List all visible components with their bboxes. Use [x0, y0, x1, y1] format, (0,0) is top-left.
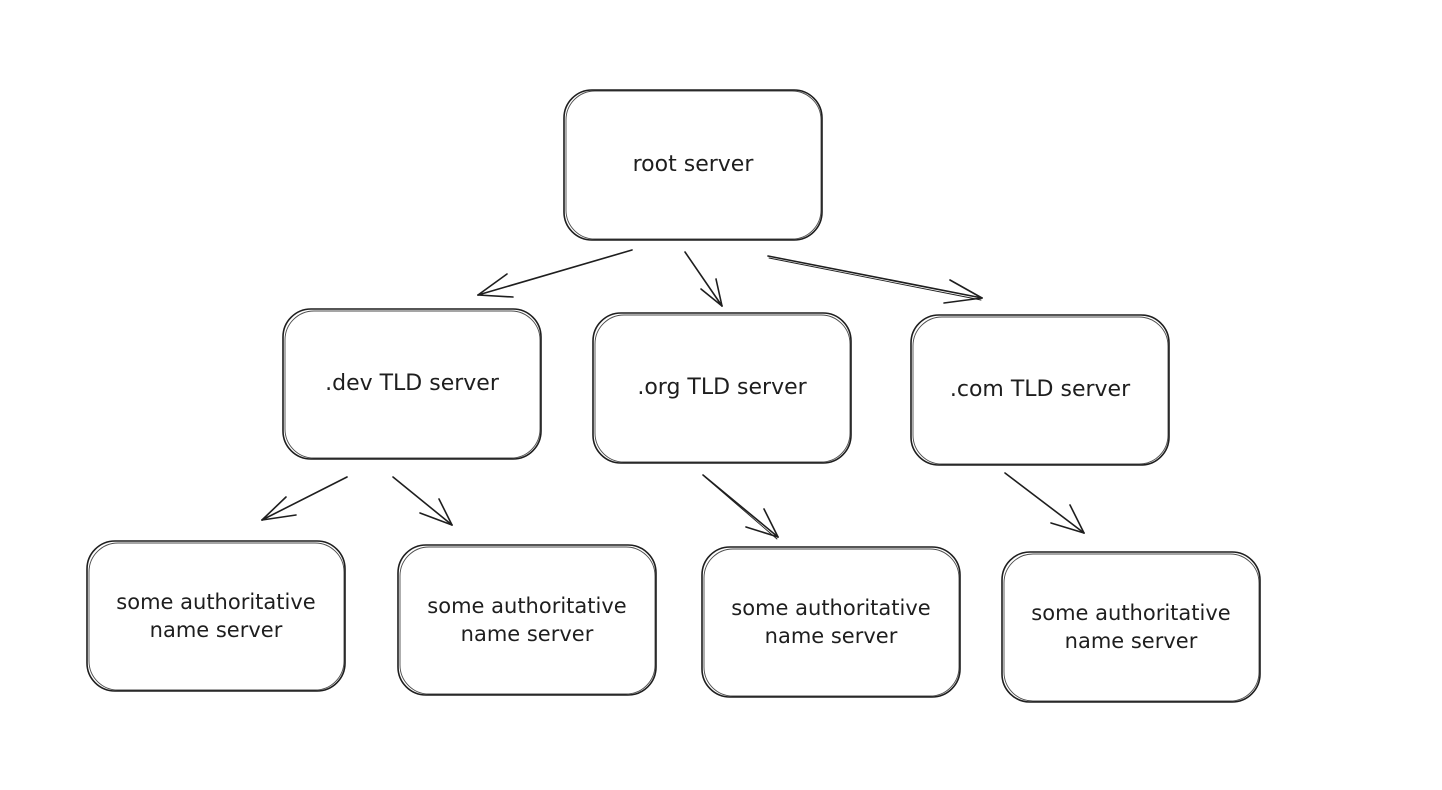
box-tld-com[interactable]: [910, 314, 1170, 466]
box-auth-3[interactable]: [701, 546, 961, 698]
arrow-org-to-auth3: [702, 474, 779, 540]
tld-org-label: .org TLD server: [637, 375, 807, 401]
box-auth-1[interactable]: [86, 540, 346, 692]
tld-com-label: .com TLD server: [949, 377, 1131, 403]
box-tld-dev[interactable]: [282, 308, 542, 460]
arrow-root-to-com: [767, 255, 983, 304]
box-auth-2[interactable]: [397, 544, 657, 696]
auth-2-label: some authoritative name server: [427, 593, 627, 646]
box-root[interactable]: [563, 89, 823, 241]
arrow-dev-to-auth1: [261, 476, 348, 521]
auth-1-label: some authoritative name server: [116, 589, 316, 642]
auth-3-label: some authoritative name server: [731, 595, 931, 648]
root-server-label: root server: [632, 152, 754, 178]
box-auth-4[interactable]: [1001, 551, 1261, 703]
arrow-com-to-auth4: [1004, 472, 1085, 534]
tld-dev-label: .dev TLD server: [325, 371, 499, 397]
auth-4-label: some authoritative name server: [1031, 600, 1231, 653]
arrow-root-to-org: [684, 251, 723, 307]
box-tld-org[interactable]: [592, 312, 852, 464]
arrow-dev-to-auth2: [392, 476, 453, 526]
arrow-root-to-dev: [477, 249, 633, 298]
